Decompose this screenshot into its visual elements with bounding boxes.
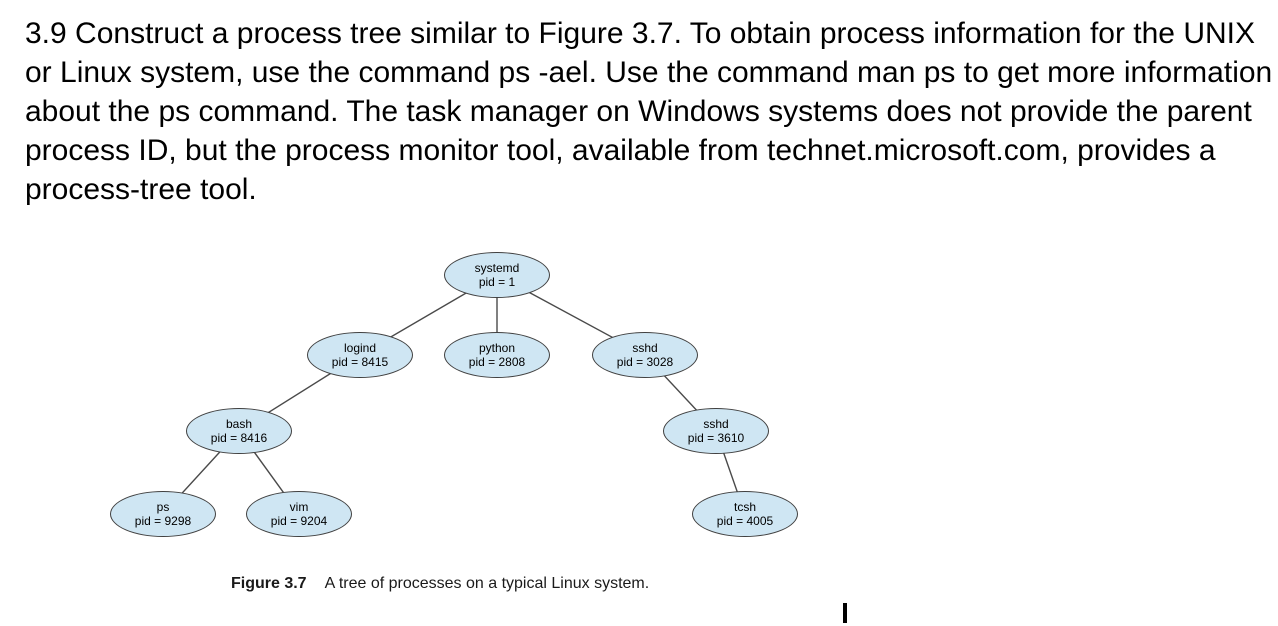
text-caret — [843, 603, 847, 623]
node-pid: pid = 3028 — [616, 355, 674, 369]
figure-caption-text: A tree of processes on a typical Linux s… — [324, 575, 650, 592]
node-label: tcsh — [733, 499, 756, 514]
paragraph-line: about the ps command. The task manager o… — [25, 95, 1252, 128]
node-label: logind — [343, 340, 377, 355]
node-pid: pid = 9298 — [134, 514, 192, 528]
node-label: systemd — [474, 260, 520, 275]
paragraph-line: 3.9 Construct a process tree similar to … — [25, 17, 1255, 50]
figure-caption: Figure 3.7 A tree of processes on a typic… — [231, 575, 649, 593]
node-label: ps — [156, 499, 170, 514]
exercise-paragraph: 3.9 Construct a process tree similar to … — [25, 14, 1272, 209]
node-label: sshd — [703, 416, 729, 431]
node-pid: pid = 8416 — [210, 431, 268, 445]
node-pid: pid = 3610 — [687, 431, 745, 445]
figure-caption-label: Figure 3.7 — [231, 575, 307, 592]
node-label: vim — [289, 499, 309, 514]
node-pid: pid = 4005 — [716, 514, 774, 528]
node-pid: pid = 8415 — [331, 355, 389, 369]
paragraph-line: process ID, but the process monitor tool… — [25, 134, 1216, 167]
node-pid: pid = 2808 — [468, 355, 526, 369]
paragraph-line: or Linux system, use the command ps -ael… — [25, 56, 1273, 89]
node-pid: pid = 1 — [478, 275, 516, 289]
node-pid: pid = 9204 — [270, 514, 328, 528]
node-label: sshd — [632, 340, 658, 355]
node-label: bash — [225, 416, 253, 431]
paragraph-line: process-tree tool. — [25, 173, 257, 206]
node-label: python — [478, 340, 516, 355]
